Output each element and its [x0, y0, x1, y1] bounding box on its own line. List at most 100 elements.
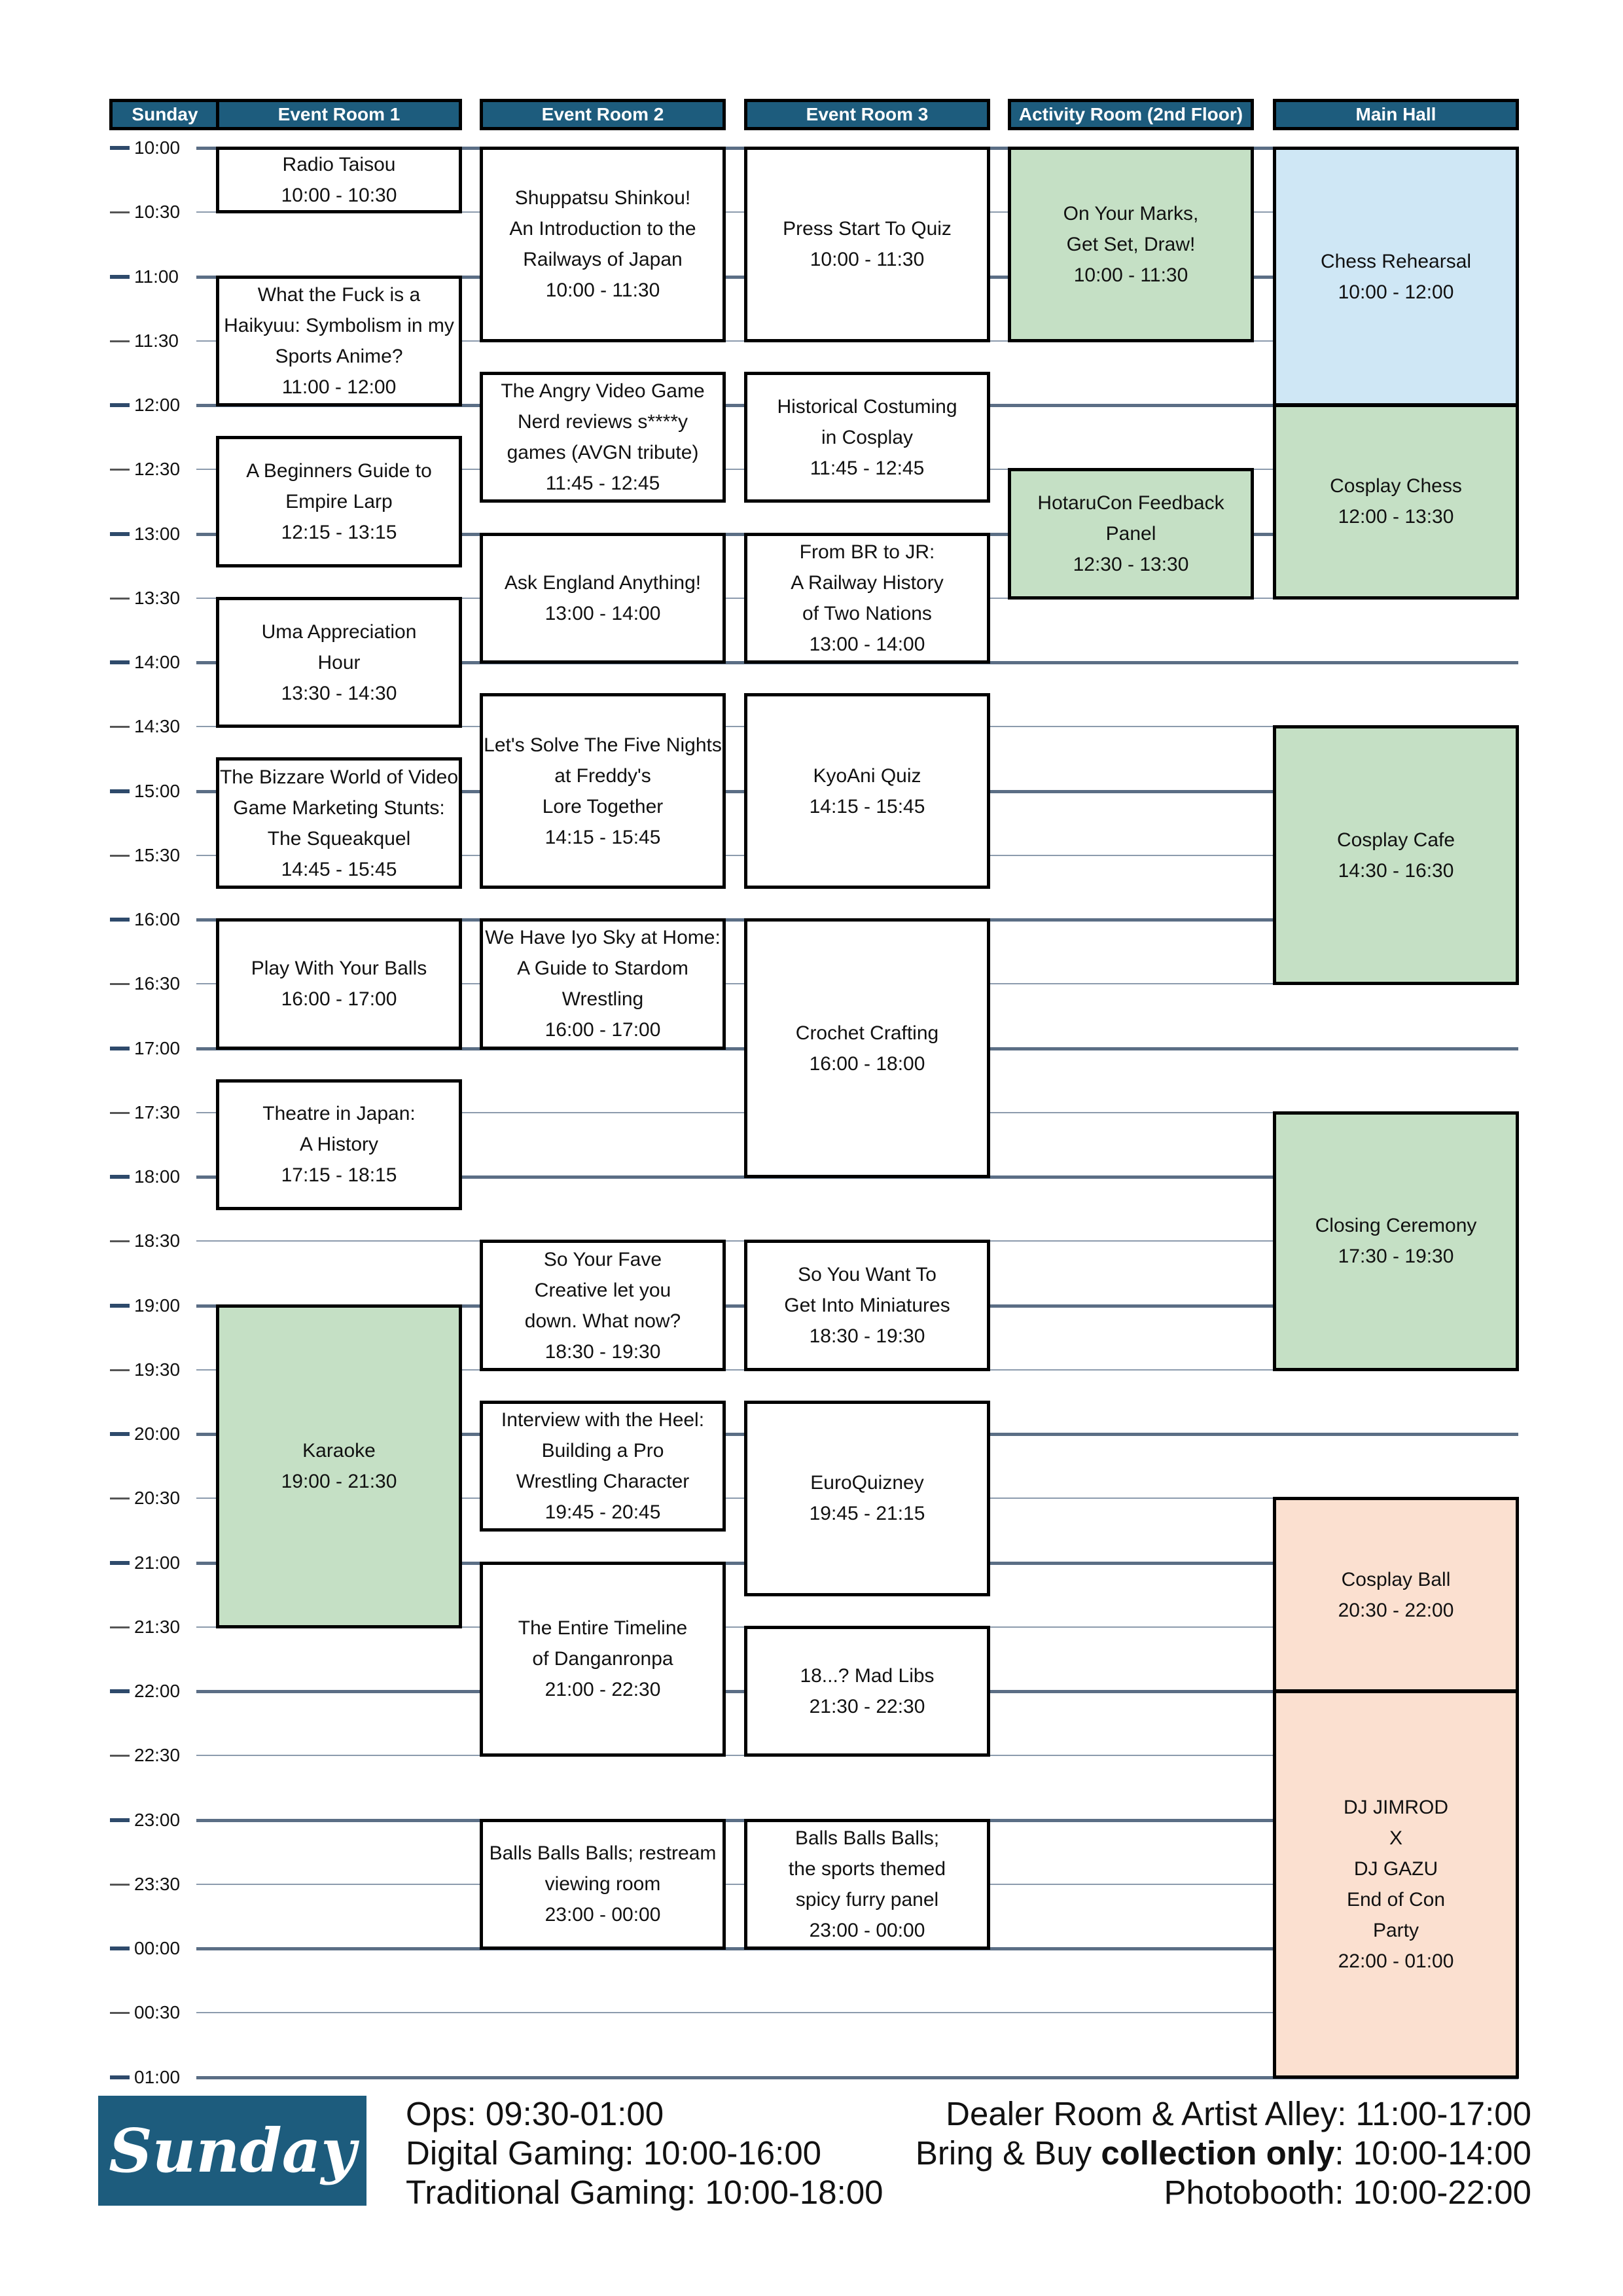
event-title-line: The Bizzare World of Video [219, 766, 459, 788]
time-tick [110, 211, 130, 214]
event-title-line: An Introduction to the [509, 218, 696, 240]
event-time: 18:30 - 19:30 [809, 1325, 925, 1347]
info-dealer-room: Dealer Room & Artist Alley: 11:00-17:00 [946, 2095, 1531, 2132]
event-time: 14:30 - 16:30 [1338, 859, 1454, 882]
time-label: 17:00 [134, 1037, 181, 1058]
event-time: 13:30 - 14:30 [281, 682, 397, 704]
event-title-line: Sports Anime? [275, 345, 403, 367]
event-title-line: So You Want To [798, 1264, 936, 1285]
info-digital-gaming: Digital Gaming: 10:00-16:00 [406, 2134, 822, 2172]
time-label: 00:00 [134, 1938, 181, 1958]
time-label: 18:00 [134, 1166, 181, 1187]
event-time: 17:15 - 18:15 [281, 1164, 397, 1187]
event-title-line: DJ JIMROD [1344, 1796, 1448, 1818]
event-time: 21:30 - 22:30 [809, 1696, 925, 1717]
event-title-line: Let's Solve The Five Nights [484, 734, 722, 756]
event-title-line: Get Set, Draw! [1066, 233, 1196, 255]
time-tick [110, 1560, 130, 1565]
time-tick [110, 1369, 130, 1371]
event-block: From BR to JR: A Railway History of Two Na… [744, 532, 990, 664]
time-label: 15:30 [134, 844, 181, 865]
event-title-line: Empire Larp [285, 490, 393, 512]
event-time: 19:45 - 21:15 [809, 1503, 925, 1525]
event-block: Shuppatsu Shinkou! An Introduction to the… [480, 147, 726, 342]
event-block: Cosplay Cafe 14:30 - 16:30 [1273, 725, 1519, 986]
event-time: 12:15 - 13:15 [281, 521, 397, 543]
column-header-main-hall: Main Hall [1273, 99, 1519, 130]
event-title-line: of Two Nations [802, 602, 932, 624]
time-label: 19:00 [134, 1295, 181, 1316]
event-time: 16:00 - 17:00 [281, 988, 397, 1011]
event-title-line: KyoAni Quiz [813, 764, 921, 787]
event-title-line: 18...? Mad Libs [800, 1665, 935, 1687]
event-title-line: A Railway History [791, 571, 944, 594]
time-tick [110, 2012, 130, 2015]
time-label: 12:00 [134, 395, 181, 415]
event-time: 10:00 - 11:30 [1073, 264, 1188, 286]
time-label: 12:30 [134, 459, 181, 480]
event-time: 12:00 - 13:30 [1338, 506, 1454, 528]
event-time: 14:45 - 15:45 [281, 858, 397, 880]
event-title-line: The Angry Video Game [501, 380, 705, 403]
event-title-line: Get Into Miniatures [784, 1295, 950, 1316]
time-tick [110, 1240, 130, 1243]
event-title-line: End of Con [1346, 1888, 1446, 1910]
event-time: 12:30 - 13:30 [1073, 554, 1189, 575]
event-title-line: Closing Ceremony [1315, 1215, 1477, 1237]
time-label: 23:30 [134, 1873, 181, 1894]
event-time: 18:30 - 19:30 [544, 1340, 661, 1363]
event-title-line: Interview with the Heel: [501, 1409, 705, 1431]
event-title-line: The Squeakquel [267, 827, 411, 850]
time-label: 14:30 [134, 716, 181, 737]
time-tick [110, 403, 130, 407]
event-time: 11:45 - 12:45 [545, 473, 660, 495]
day-badge: Sunday [98, 2096, 366, 2206]
time-tick [110, 1755, 130, 1757]
time-tick [110, 1046, 130, 1050]
event-time: 23:00 - 00:00 [809, 1919, 925, 1941]
event-title-line: Press Start To Quiz [783, 218, 952, 240]
event-time: 19:45 - 20:45 [544, 1501, 661, 1524]
event-title-line: EuroQuizney [810, 1472, 924, 1494]
event-title-line: Cosplay Ball [1341, 1568, 1451, 1590]
event-block: So You Want To Get Into Miniatures 18:30 -… [744, 1240, 990, 1371]
event-time: 17:30 - 19:30 [1338, 1246, 1454, 1268]
time-tick [110, 1626, 130, 1628]
event-block: On Your Marks, Get Set, Draw! 10:00 - 11:3… [1008, 147, 1254, 342]
event-title-line: From BR to JR: [799, 541, 935, 563]
event-title-line: So Your Fave [543, 1248, 662, 1270]
info-bring-and-buy: Bring & Buy collection only: 10:00-14:00 [915, 2134, 1531, 2172]
time-tick [110, 1883, 130, 1886]
time-label: 21:00 [134, 1552, 181, 1573]
column-header-event-room-1: Event Room 1 [216, 99, 462, 130]
time-label: 18:30 [134, 1230, 181, 1251]
event-time: 20:30 - 22:00 [1338, 1599, 1454, 1621]
event-title-line: Ask England Anything! [504, 571, 702, 594]
event-title-line: spicy furry panel [795, 1888, 939, 1910]
time-tick [110, 1498, 130, 1500]
event-title-line: A History [299, 1134, 379, 1156]
grid-line [196, 2012, 1518, 2014]
time-tick [110, 531, 130, 536]
event-title-line: Cosplay Cafe [1336, 829, 1455, 851]
event-time: 21:00 - 22:30 [544, 1679, 661, 1701]
time-label: 16:30 [134, 973, 181, 994]
event-title-line: Shuppatsu Shinkou! [514, 187, 691, 209]
time-tick [110, 274, 130, 279]
time-label: 20:00 [134, 1424, 181, 1444]
event-title-line: Lore Together [542, 795, 664, 817]
time-tick [110, 983, 130, 986]
event-title-line: X [1389, 1827, 1402, 1849]
event-title-line: On Your Marks, [1063, 202, 1199, 224]
time-label: 22:00 [134, 1681, 181, 1701]
time-label: 11:30 [134, 330, 179, 351]
event-block: EuroQuizney 19:45 - 21:15 [744, 1400, 990, 1596]
event-title-line: down. What now? [524, 1310, 681, 1332]
